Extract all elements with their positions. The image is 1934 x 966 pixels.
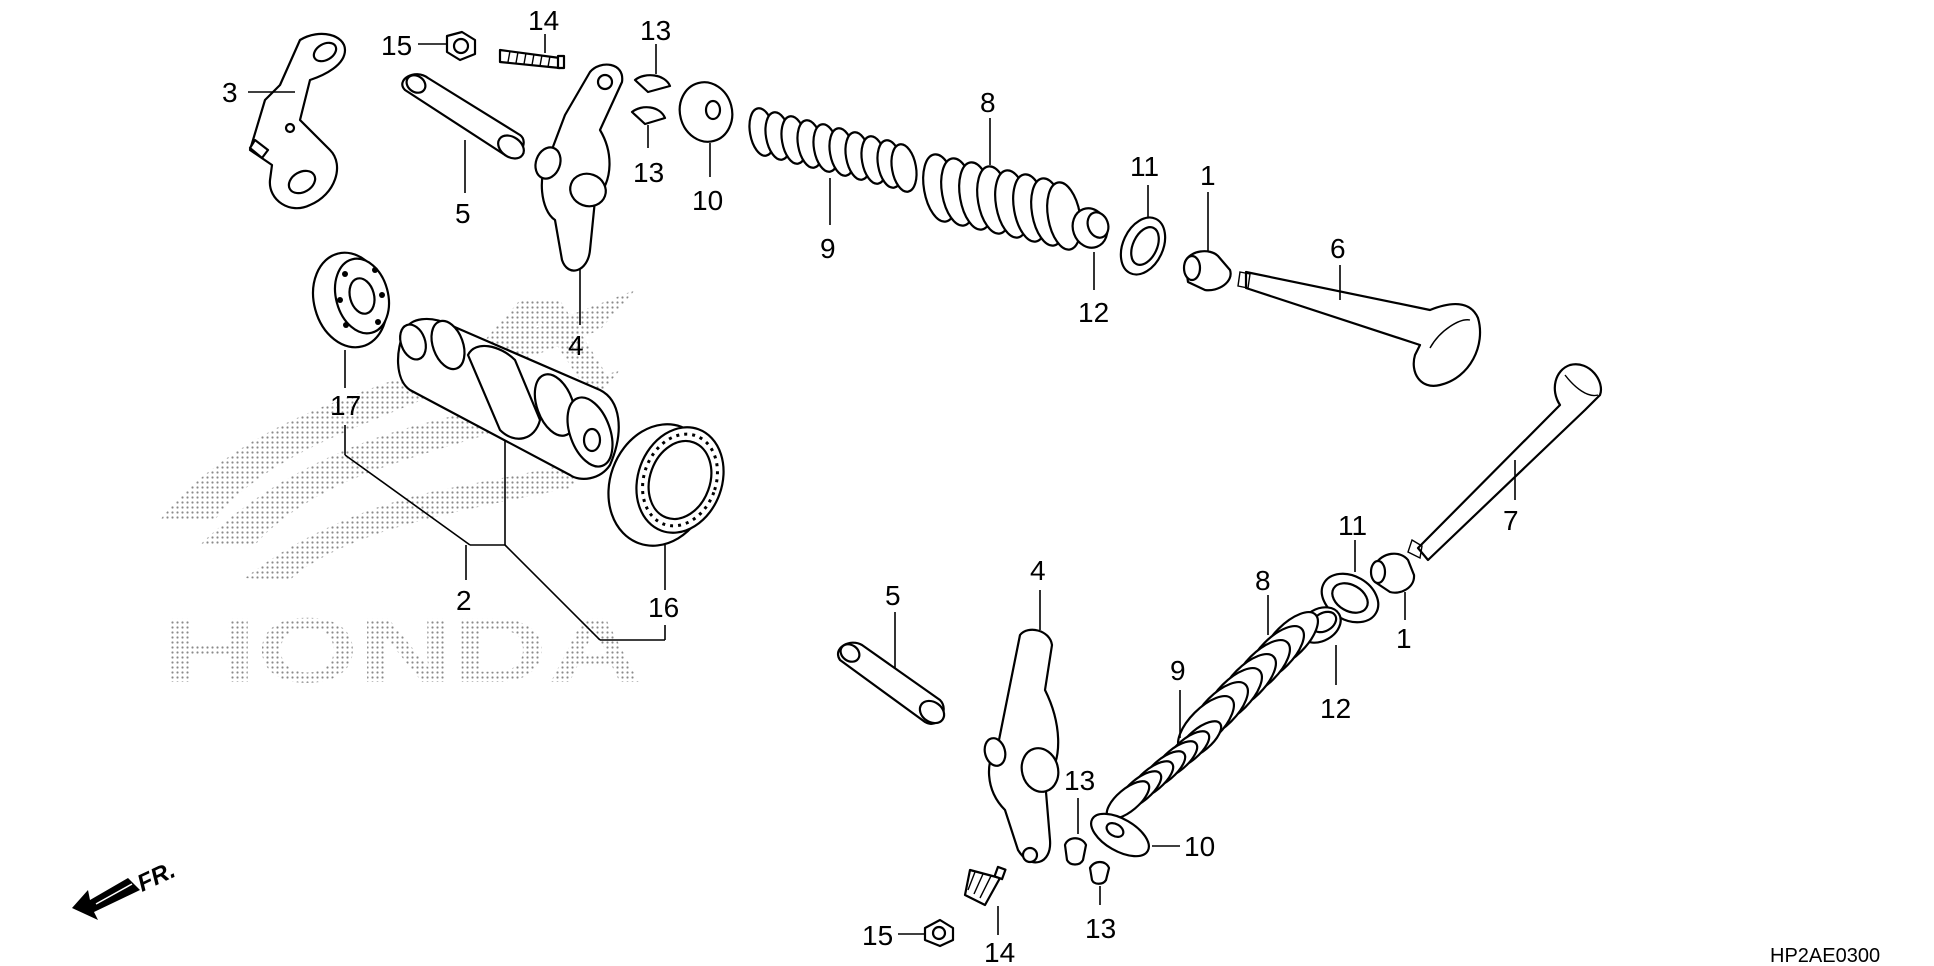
part-7-valve-bottom bbox=[1407, 363, 1603, 562]
diagram-code: HP2AE0300 bbox=[1770, 945, 1880, 966]
part-10-retainer-bottom bbox=[1090, 812, 1150, 858]
part-13-cotters-top bbox=[630, 74, 672, 126]
callout-14-bottom: 14 bbox=[984, 937, 1015, 966]
part-1-tappet-cap-top bbox=[1182, 250, 1232, 292]
callout-11-top: 11 bbox=[1130, 151, 1159, 182]
part-15-nut-top bbox=[445, 30, 477, 62]
front-direction-arrow bbox=[72, 878, 140, 920]
callout-2: 2 bbox=[456, 585, 472, 616]
callout-1-bottom: 1 bbox=[1396, 623, 1412, 654]
callout-10-top: 10 bbox=[692, 185, 723, 216]
callout-5-top: 5 bbox=[455, 198, 471, 229]
part-14-adjuster-screw-bottom bbox=[963, 865, 1007, 907]
callout-9-top: 9 bbox=[820, 233, 836, 264]
part-14-adjuster-screw-top bbox=[498, 48, 566, 70]
callout-14-top: 14 bbox=[528, 5, 559, 36]
callout-11-bottom: 11 bbox=[1338, 510, 1367, 541]
callout-12-top: 12 bbox=[1078, 297, 1109, 328]
callout-15-top: 15 bbox=[381, 30, 412, 61]
part-4-rocker-arm-top bbox=[534, 63, 624, 272]
callout-13-bottom-b: 13 bbox=[1085, 913, 1116, 944]
part-9-inner-spring-bottom bbox=[1105, 720, 1223, 820]
callout-3: 3 bbox=[222, 77, 238, 108]
part-15-nut-bottom bbox=[923, 918, 955, 948]
callout-13-top-a: 13 bbox=[640, 15, 671, 46]
part-5-rocker-shaft-bottom bbox=[837, 641, 946, 725]
callout-16: 16 bbox=[648, 592, 679, 623]
part-3-bracket bbox=[248, 32, 347, 210]
callout-9-bottom: 9 bbox=[1170, 655, 1186, 686]
part-17-bearing-small bbox=[311, 251, 391, 349]
part-2-camshaft bbox=[396, 317, 620, 480]
callout-5-bottom: 5 bbox=[885, 580, 901, 611]
callout-17: 17 bbox=[330, 390, 361, 421]
callout-6: 6 bbox=[1330, 233, 1346, 264]
part-5-rocker-shaft-top bbox=[401, 73, 525, 160]
callout-13-top-b: 13 bbox=[633, 157, 664, 188]
part-11-washer-top bbox=[1119, 216, 1167, 276]
callout-7: 7 bbox=[1503, 505, 1519, 536]
part-9-inner-spring-top bbox=[748, 107, 918, 193]
part-12-valve-seal-top bbox=[1071, 207, 1110, 249]
callout-4-bottom: 4 bbox=[1030, 555, 1046, 586]
front-direction-label: FR. bbox=[133, 857, 179, 898]
part-10-retainer-top bbox=[678, 81, 734, 143]
callout-10-bottom: 10 bbox=[1184, 831, 1215, 862]
part-16-bearing-large bbox=[607, 423, 725, 547]
part-1-tappet-cap-bottom bbox=[1369, 552, 1416, 594]
callout-8-top: 8 bbox=[980, 87, 996, 118]
callout-12-bottom: 12 bbox=[1320, 693, 1351, 724]
part-4-rocker-arm-bottom bbox=[983, 628, 1060, 864]
part-8-outer-spring-top bbox=[922, 153, 1082, 251]
callout-1-top: 1 bbox=[1200, 160, 1216, 191]
honda-watermark-text: HONDA bbox=[162, 600, 642, 702]
part-13-cotters-bottom bbox=[1063, 837, 1111, 885]
callout-13-bottom-a: 13 bbox=[1064, 765, 1095, 796]
callout-4-top: 4 bbox=[568, 330, 584, 361]
callout-15-bottom: 15 bbox=[862, 920, 893, 951]
part-6-valve-top bbox=[1237, 270, 1482, 387]
callout-8-bottom: 8 bbox=[1255, 565, 1271, 596]
